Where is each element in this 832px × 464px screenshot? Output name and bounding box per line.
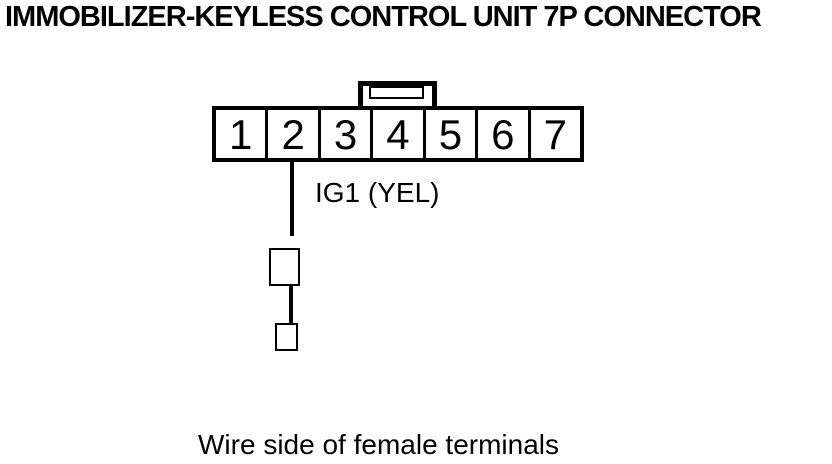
pin-cell-5: 5 — [422, 110, 475, 158]
wire-line-lower — [289, 286, 293, 326]
caption: Wire side of female terminals — [198, 429, 560, 460]
latch-tab-slot — [369, 86, 424, 99]
diagram-title: IMMOBILIZER-KEYLESS CONTROL UNIT 7P CONN… — [5, 1, 762, 33]
pin-cell-4: 4 — [370, 110, 422, 158]
pin-cell-3: 3 — [317, 110, 370, 158]
connector-body: 1 2 3 4 5 6 7 — [212, 106, 584, 162]
pin-cell-1: 1 — [229, 110, 253, 158]
wire-line-upper — [290, 162, 294, 236]
pin-cell-6: 6 — [475, 110, 527, 158]
pin-cell-7: 7 — [527, 110, 580, 158]
wire-label: IG1 (YEL) — [315, 177, 440, 208]
terminal-symbol-large — [269, 248, 300, 286]
terminal-symbol-small — [275, 323, 298, 351]
pin-cell-2: 2 — [265, 110, 317, 158]
connector-latch-tab — [358, 81, 437, 107]
